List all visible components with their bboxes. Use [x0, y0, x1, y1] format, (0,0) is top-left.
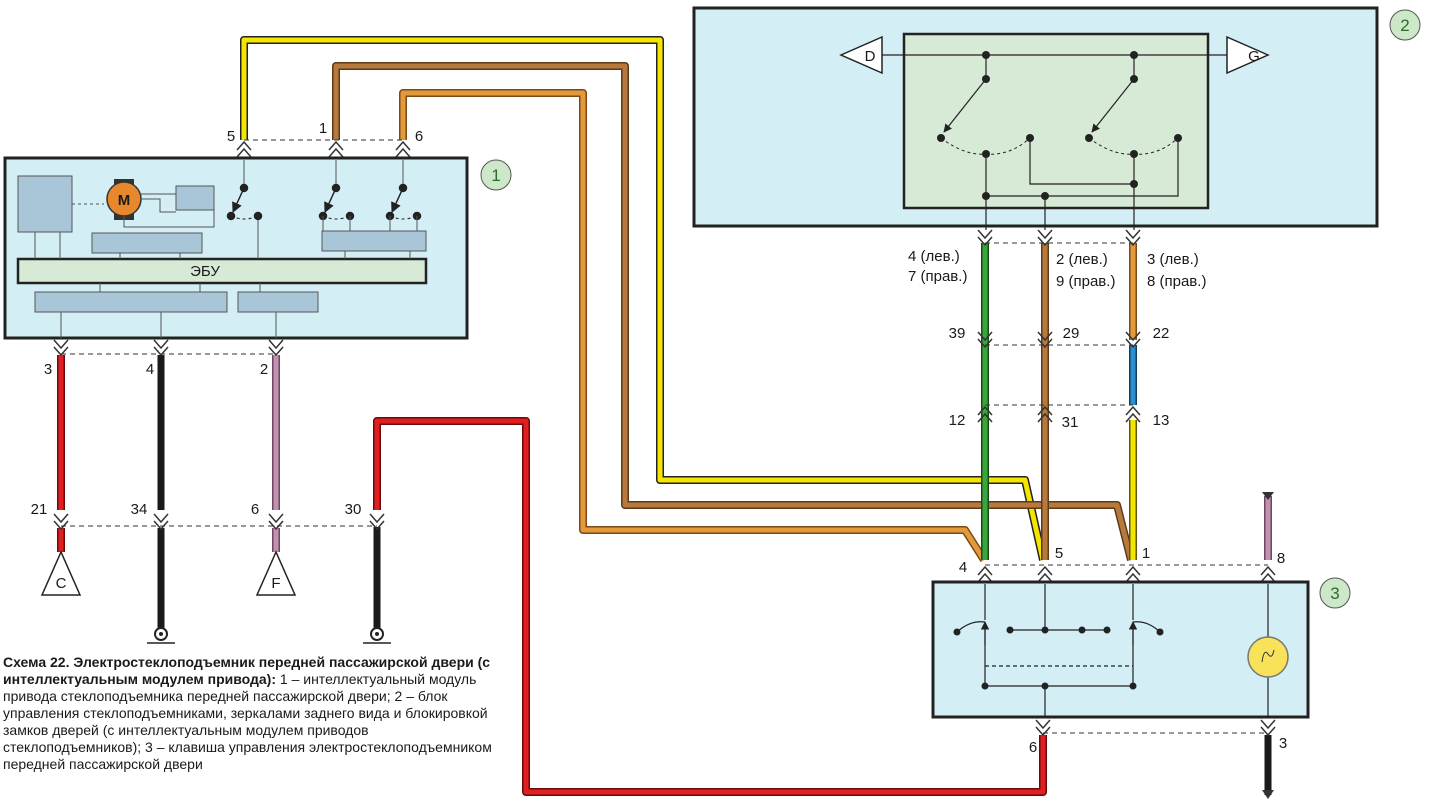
pin-labels: 5 1 6 3 4 2 21 34 6 30 4 (лев.) 7 (прав.… — [31, 120, 1288, 756]
ref-c-label: C — [56, 575, 67, 592]
pin-label: 12 — [949, 412, 966, 429]
pin-label: 3 — [44, 361, 52, 378]
arrow-down-8 — [1262, 492, 1274, 500]
pin-label: 6 — [1029, 739, 1037, 756]
c1-block-mid — [91, 232, 203, 254]
reference-triangles: C F — [40, 550, 297, 596]
pin-label: 8 (прав.) — [1147, 273, 1206, 290]
pin-label: 8 — [1277, 550, 1285, 567]
motor-label: M — [118, 192, 131, 209]
c1-block-bottom-right — [237, 291, 319, 313]
badge-3-label: 3 — [1330, 584, 1339, 603]
pin-label: 7 (прав.) — [908, 268, 967, 285]
pin-label: 4 — [146, 361, 154, 378]
pin-label: 1 — [319, 120, 327, 137]
pin-label: 13 — [1153, 412, 1170, 429]
pin-label: 4 (лев.) — [908, 248, 960, 265]
c2-switch-block — [902, 32, 1210, 210]
ecu-bar — [16, 257, 428, 285]
pin-label: 21 — [31, 501, 48, 518]
pin-label: 34 — [131, 501, 148, 518]
arrow-down-3 — [1262, 790, 1274, 799]
pin-label: 2 — [260, 361, 268, 378]
c1-switches — [226, 183, 422, 221]
pin-label: 5 — [1055, 545, 1063, 562]
ref-f-icon — [255, 550, 297, 596]
connector-d-label: D — [865, 48, 876, 65]
badge-3 — [1319, 577, 1351, 609]
wires — [57, 36, 1272, 796]
pin-label: 29 — [1063, 325, 1080, 342]
ground-symbols — [147, 627, 391, 644]
lamp-icon — [1247, 636, 1289, 678]
pin-label: 1 — [1142, 545, 1150, 562]
pin-label: 4 — [959, 559, 967, 576]
component-1-window-module: ЭБУ M — [3, 156, 469, 340]
ground-icon — [147, 627, 175, 644]
caption-title: Схема 22. Электростеклоподъемник передне… — [3, 654, 491, 687]
pin-label: 22 — [1153, 325, 1170, 342]
pin-label: 2 (лев.) — [1056, 251, 1108, 268]
diagram-caption: Схема 22. Электростеклоподъемник передне… — [3, 654, 503, 773]
pin-label: 6 — [415, 128, 423, 145]
c1-block-bottom-left — [34, 291, 228, 313]
connector-chevrons — [53, 140, 1276, 737]
c1-block-right — [321, 230, 427, 252]
ground-icon — [363, 627, 391, 644]
badge-1-label: 1 — [491, 166, 500, 185]
caption-body: 1 – интеллектуальный модуль привода стек… — [3, 671, 492, 772]
pin-label: 3 — [1279, 735, 1287, 752]
badge-2 — [1389, 9, 1421, 41]
ecu-label: ЭБУ — [190, 263, 220, 280]
ref-f-label: F — [271, 575, 280, 592]
pin-label: 30 — [345, 501, 362, 518]
badge-1 — [480, 159, 512, 191]
pin-label: 31 — [1062, 414, 1079, 431]
connector-dashes — [61, 139, 1268, 734]
c1-block-left — [17, 175, 73, 233]
pin-label: 39 — [949, 325, 966, 342]
ref-c-icon — [40, 550, 82, 596]
component-badges: 1 2 3 — [480, 9, 1421, 609]
badge-2-label: 2 — [1400, 16, 1409, 35]
pin-label: 3 (лев.) — [1147, 251, 1199, 268]
pin-label: 5 — [227, 128, 235, 145]
pin-label: 9 (прав.) — [1056, 273, 1115, 290]
component-2-control-unit: D G — [692, 6, 1379, 230]
component-3-window-switch — [931, 580, 1310, 719]
connector-g-label: G — [1248, 48, 1260, 65]
c1-block-top-small — [175, 185, 215, 211]
pin-label: 6 — [251, 501, 259, 518]
